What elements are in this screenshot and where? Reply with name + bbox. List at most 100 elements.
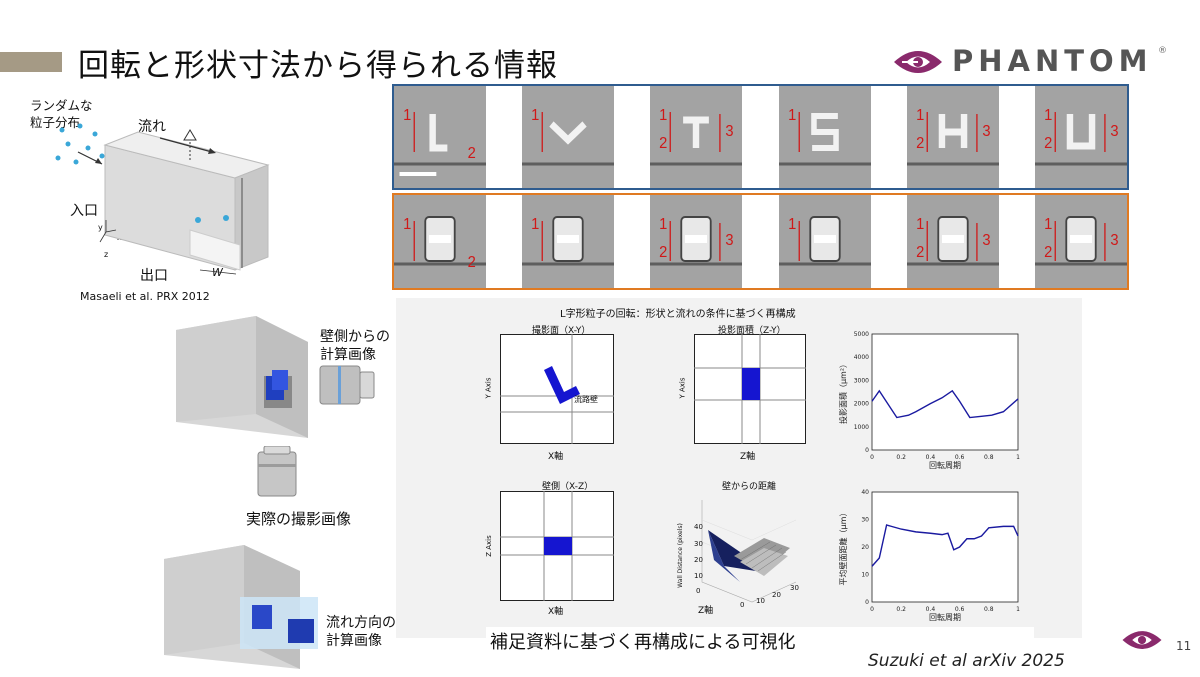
particle-image-bottom-3: 123 — [650, 195, 743, 288]
particle-tile-top-2: 1 — [522, 86, 615, 188]
p5-tick-z-20: 20 — [694, 556, 703, 564]
x-tick-label: 0.8 — [984, 606, 994, 613]
wall-label-2: 計算画像 — [320, 347, 376, 363]
p5-tick-x-0: 0 — [740, 601, 745, 609]
width-label: W — [212, 266, 223, 279]
p4-x-label: X軸 — [548, 607, 564, 617]
x-tick-label: 0.8 — [984, 454, 994, 461]
dimension-label-bottom-3-2: 2 — [660, 243, 668, 261]
dimension-label-bottom-3-1: 1 — [660, 215, 668, 233]
flow-direction-label-1: 流れ方向の — [326, 615, 396, 631]
p5-tick-x-30: 30 — [790, 584, 799, 592]
y-tick-label: 3000 — [854, 377, 869, 384]
axis-y-label: y — [98, 223, 103, 232]
p1-x-label: X軸 — [548, 452, 564, 462]
y-tick-label: 10 — [861, 572, 869, 579]
y-axis-label: 平均壁面距離（μm） — [838, 509, 848, 586]
p5-x-label: Z軸 — [698, 606, 714, 616]
dimension-label-bottom-1-1: 1 — [403, 215, 411, 233]
dimension-label-top-6-2: 2 — [1044, 134, 1052, 152]
flow-label: 流れ — [138, 119, 166, 135]
y-tick-label: 5000 — [854, 331, 869, 338]
x-tick-label: 0.6 — [955, 454, 965, 461]
x-tick-label: 0.2 — [896, 606, 906, 613]
p1-y-label: Y Axis — [484, 377, 493, 399]
figure-main-title: L字形粒子の回転：形状と流れの条件に基づく再構成 — [560, 309, 796, 320]
particle-image-top-6: 1 2 3 — [1035, 86, 1127, 188]
dimension-label-bottom-5-1: 1 — [916, 215, 924, 233]
particle-image-top-3: 123 — [650, 86, 743, 188]
dimension-label-bottom-6-3: 3 — [1110, 231, 1118, 249]
particle-image-top-5: 1 2 3 — [906, 86, 999, 188]
p5-tick-z-0: 0 — [696, 587, 701, 595]
dimension-label-bottom-5-3: 3 — [982, 231, 990, 249]
particle-tile-top-6: 1 2 3 — [1035, 86, 1127, 188]
particle-image-top-4: 1 — [778, 86, 871, 188]
random-distribution-label-1: ランダムな — [30, 98, 93, 113]
dimension-label-top-6-3: 3 — [1110, 122, 1118, 140]
logo-registered-mark: ® — [1158, 46, 1167, 56]
x-tick-label: 0.4 — [926, 606, 936, 613]
y-tick-label: 2000 — [854, 401, 869, 408]
dimension-label-top-1-2: 2 — [468, 144, 476, 162]
dimension-label-bottom-1-2: 2 — [468, 253, 476, 271]
dimension-label-top-6-1: 1 — [1044, 106, 1052, 124]
dimension-label-bottom-2-1: 1 — [531, 215, 539, 233]
y-tick-label: 40 — [861, 489, 869, 496]
phantom-small-logo-icon — [1122, 631, 1162, 649]
caption-box — [486, 627, 1034, 657]
series-line-1 — [871, 389, 1019, 419]
particle-tile-bottom-4: 1 — [778, 195, 871, 288]
p1-projection-xy — [500, 334, 614, 444]
dimension-label-top-1-1: 1 — [403, 106, 411, 124]
particle-tile-top-5: 1 2 3 — [906, 86, 999, 188]
channel-diagram — [55, 123, 270, 275]
p5-title: 壁からの距離 — [722, 482, 777, 492]
series-line-1 — [871, 524, 1019, 567]
flow-direction-label-2: 計算画像 — [326, 633, 382, 649]
p2-x-label: Z軸 — [740, 452, 756, 462]
p5-tick-z-40: 40 — [694, 523, 703, 531]
lens-objective-actual — [257, 446, 297, 497]
x-tick-label: 0.6 — [955, 606, 965, 613]
y-tick-label: 0 — [865, 447, 869, 454]
dimension-label-top-5-1: 1 — [916, 106, 924, 124]
x-tick-label: 0 — [870, 606, 874, 613]
wall-label-1: 壁側からの — [320, 329, 390, 345]
particle-tile-bottom-5: 1 2 3 — [906, 195, 999, 288]
x-tick-label: 0 — [870, 454, 874, 461]
citation-suzuki: Suzuki et al arXiv 2025 — [868, 651, 1065, 671]
x-axis-label: 回転周期 — [929, 461, 961, 470]
y-tick-label: 30 — [861, 517, 869, 524]
particle-tile-bottom-2: 1 — [522, 195, 615, 288]
slide-title: 回転と形状寸法から得られる情報 — [78, 48, 558, 84]
p5-tick-z-10: 10 — [694, 572, 703, 580]
p5-z-label: Wall Distance (pixels) — [676, 523, 684, 588]
citation-masaeli: Masaeli et al. PRX 2012 — [80, 290, 210, 303]
axis-z-label: z — [104, 250, 109, 259]
outlet-label: 出口 — [140, 268, 168, 284]
particle-image-bottom-4: 1 — [778, 195, 871, 288]
y-tick-label: 0 — [865, 599, 869, 606]
dimension-label-top-5-3: 3 — [982, 122, 990, 140]
p4-y-label: Z Axis — [484, 535, 493, 557]
lens-objective-wall — [319, 365, 375, 405]
channel-render-flow — [164, 545, 318, 669]
x-tick-label: 1 — [1016, 454, 1020, 461]
y-tick-label: 4000 — [854, 354, 869, 361]
dimension-label-top-3-2: 2 — [660, 134, 668, 152]
dimension-label-top-3-3: 3 — [726, 122, 734, 140]
title-accent-bar — [0, 52, 62, 72]
dimension-label-top-5-2: 2 — [916, 134, 924, 152]
logo-text: PHANTOM — [952, 44, 1153, 78]
dimension-label-bottom-5-2: 2 — [916, 243, 924, 261]
p1-wall-note: 流路壁 — [574, 395, 598, 404]
random-distribution-label-2: 粒子分布 — [30, 115, 81, 130]
x-tick-label: 0.4 — [926, 454, 936, 461]
